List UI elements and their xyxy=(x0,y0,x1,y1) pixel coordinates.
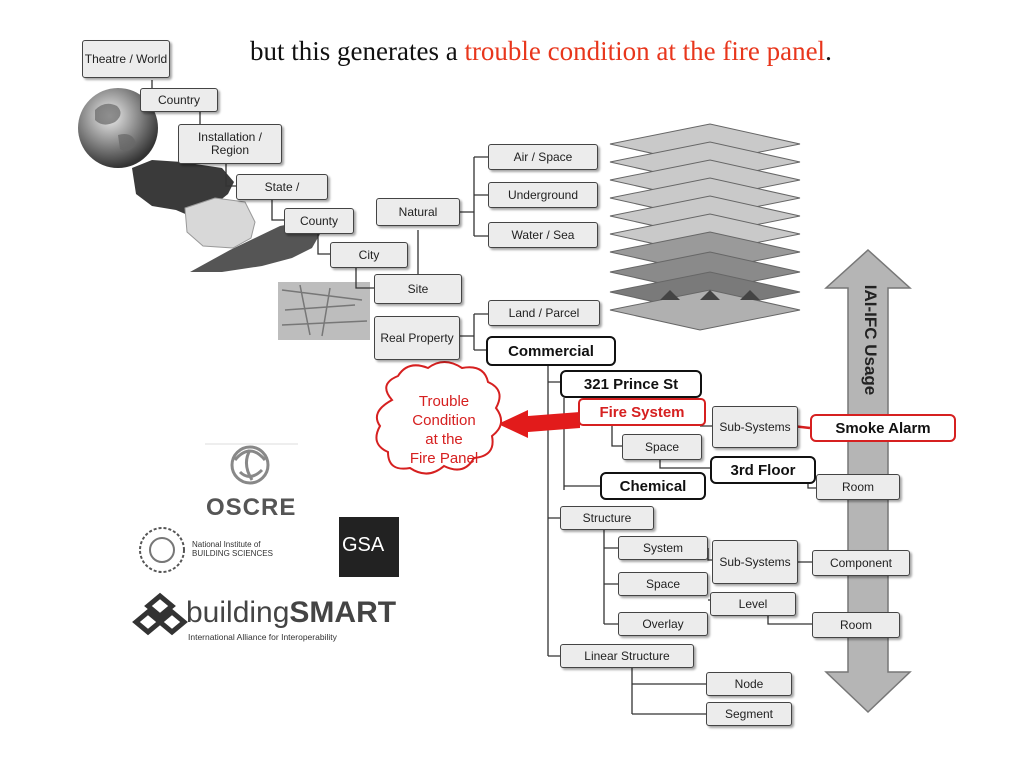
city-box: City xyxy=(330,242,408,268)
fire-system-box: Fire System xyxy=(578,398,706,426)
gsa-badge xyxy=(339,517,399,577)
buildingsmart-part-a: building xyxy=(186,596,290,629)
trouble-callout-text: Trouble Condition at the Fire Panel xyxy=(378,392,510,468)
linear-structure-box: Linear Structure xyxy=(560,644,694,668)
subsystems-box: Sub-Systems xyxy=(712,540,798,584)
ifc-usage-label: IAI-IFC Usage xyxy=(861,284,880,396)
nibs-logo: National Institute of BUILDING SCIENCES xyxy=(192,540,273,558)
headline-prefix: but this generates a xyxy=(250,36,465,66)
node-box: Node xyxy=(706,672,792,696)
buildingsmart-logo: buildingSMART xyxy=(186,596,396,630)
callout-line-2: Condition xyxy=(412,412,476,429)
callout-arrow xyxy=(498,410,580,438)
map-layers-image xyxy=(609,123,801,331)
trouble-cloud xyxy=(375,361,503,475)
space-box-top: Space xyxy=(622,434,702,460)
segment-box: Segment xyxy=(706,702,792,726)
chemical-box: Chemical xyxy=(600,472,706,500)
headline-highlight: trouble condition at the fire panel xyxy=(464,36,826,66)
underground-box: Underground xyxy=(488,182,598,208)
overlay-box: Overlay xyxy=(618,612,708,636)
smoke-alarm-box: Smoke Alarm xyxy=(810,414,956,442)
space-box: Space xyxy=(618,572,708,596)
nibs-emblem xyxy=(139,527,185,573)
buildingsmart-part-b: SMART xyxy=(289,596,397,629)
nibs-line-1: National Institute of xyxy=(192,540,261,549)
level-box: Level xyxy=(710,592,796,616)
address-box: 321 Prince St xyxy=(560,370,702,398)
natural-box: Natural xyxy=(376,198,460,226)
subsystems-box-top: Sub-Systems xyxy=(712,406,798,448)
third-floor-box: 3rd Floor xyxy=(710,456,816,484)
room-box-top: Room xyxy=(816,474,900,500)
gsa-logo: GSA xyxy=(342,534,385,556)
system-box: System xyxy=(618,536,708,560)
county-box: County xyxy=(284,208,354,234)
callout-line-4: Fire Panel xyxy=(409,450,479,467)
installation-region-box: Installation / Region xyxy=(178,124,282,164)
air-space-box: Air / Space xyxy=(488,144,598,170)
country-box: Country xyxy=(140,88,218,112)
callout-line-3: at the xyxy=(425,431,463,448)
buildingsmart-tagline: International Alliance for Interoperabil… xyxy=(188,632,337,642)
callout-line-1: Trouble xyxy=(418,393,470,410)
oscre-emblem xyxy=(230,445,270,485)
oscre-logo: OSCRE xyxy=(206,494,297,521)
theatre-world-box: Theatre / World xyxy=(82,40,170,78)
land-parcel-box: Land / Parcel xyxy=(488,300,600,326)
site-box: Site xyxy=(374,274,462,304)
slide-headline: but this generates a trouble condition a… xyxy=(250,36,832,67)
buildingsmart-emblem xyxy=(132,592,188,636)
headline-suffix: . xyxy=(825,36,832,66)
structure-box: Structure xyxy=(560,506,654,530)
nibs-line-2: BUILDING SCIENCES xyxy=(192,549,273,558)
real-property-box: Real Property xyxy=(374,316,460,360)
commercial-box: Commercial xyxy=(486,336,616,366)
component-box: Component xyxy=(812,550,910,576)
water-sea-box: Water / Sea xyxy=(488,222,598,248)
state-map-image xyxy=(184,197,256,249)
room-box: Room xyxy=(812,612,900,638)
state-box: State / xyxy=(236,174,328,200)
